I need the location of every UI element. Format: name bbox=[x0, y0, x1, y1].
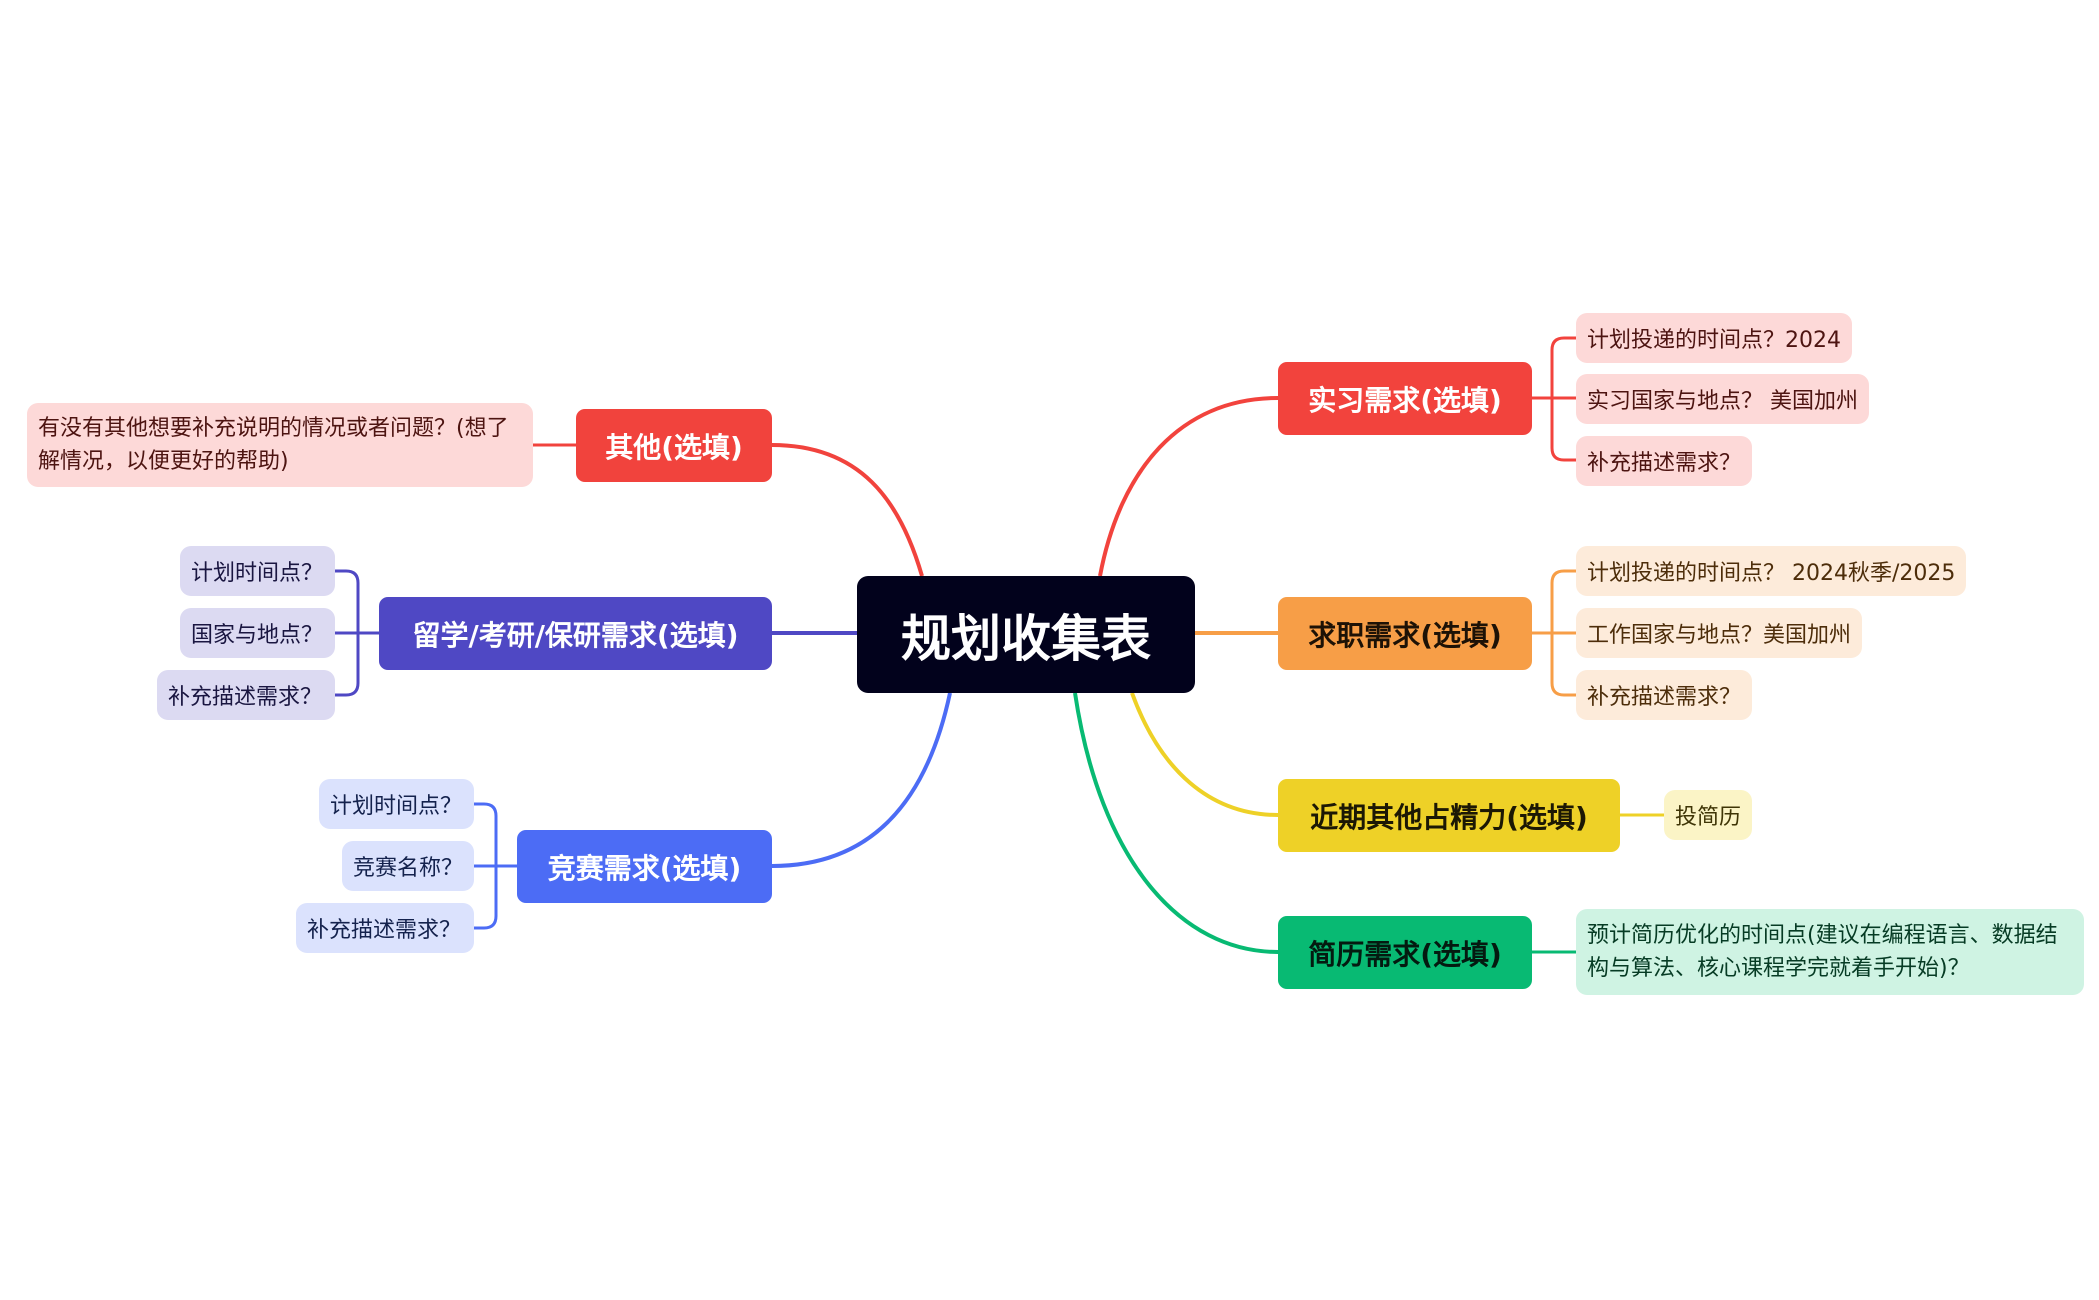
link-competition-leaves bbox=[474, 802, 517, 930]
branch-internship[interactable]: 实习需求(选填) bbox=[1278, 362, 1532, 435]
leaf-label: 实习国家与地点？ 美国加州 bbox=[1587, 389, 1858, 414]
branch-resume-label: 简历需求(选填) bbox=[1308, 937, 1502, 971]
leaf-recent-resume[interactable]: 投简历 bbox=[1664, 790, 1753, 840]
link-root-resume bbox=[1073, 692, 1279, 954]
leaf-competition-name[interactable]: 竞赛名称？ bbox=[342, 841, 474, 891]
leaf-label: 补充描述需求？ bbox=[307, 918, 462, 943]
leaf-competition-notes[interactable]: 补充描述需求？ bbox=[296, 903, 474, 953]
leaf-label: 有没有其他想要补充说明的情况或者问题？(想了解情况，以便更好的帮助) bbox=[38, 416, 509, 474]
leaf-job-time[interactable]: 计划投递的时间点？ 2024秋季/2025 bbox=[1576, 546, 1967, 596]
branch-other-label: 其他(选填) bbox=[605, 430, 743, 464]
branch-internship-label: 实习需求(选填) bbox=[1308, 383, 1502, 417]
leaf-label: 补充描述需求？ bbox=[1587, 451, 1742, 476]
leaf-label: 竞赛名称？ bbox=[353, 856, 464, 881]
link-root-internship bbox=[1098, 396, 1279, 577]
link-root-competition bbox=[771, 692, 952, 868]
link-root-other bbox=[771, 443, 924, 577]
leaf-label: 计划时间点？ bbox=[191, 561, 324, 586]
leaf-label: 工作国家与地点？美国加州 bbox=[1587, 623, 1852, 648]
leaf-label: 补充描述需求？ bbox=[168, 685, 323, 710]
branch-study[interactable]: 留学/考研/保研需求(选填) bbox=[379, 597, 772, 670]
branch-resume[interactable]: 简历需求(选填) bbox=[1278, 916, 1532, 989]
branch-other[interactable]: 其他(选填) bbox=[576, 409, 772, 482]
leaf-label: 计划投递的时间点？2024 bbox=[1587, 328, 1841, 353]
branch-job-label: 求职需求(选填) bbox=[1308, 618, 1502, 652]
link-study-leaves bbox=[335, 569, 379, 697]
leaf-internship-location[interactable]: 实习国家与地点？ 美国加州 bbox=[1576, 374, 1869, 424]
leaf-study-notes[interactable]: 补充描述需求？ bbox=[157, 670, 335, 720]
branch-recent[interactable]: 近期其他占精力(选填) bbox=[1278, 779, 1620, 852]
leaf-label: 补充描述需求？ bbox=[1587, 685, 1742, 710]
root-topic[interactable]: 规划收集表 bbox=[857, 576, 1195, 693]
link-root-recent bbox=[1130, 692, 1279, 817]
branch-competition[interactable]: 竞赛需求(选填) bbox=[517, 830, 772, 903]
branch-competition-label: 竞赛需求(选填) bbox=[547, 851, 742, 885]
branch-recent-label: 近期其他占精力(选填) bbox=[1310, 800, 1588, 834]
leaf-internship-time[interactable]: 计划投递的时间点？2024 bbox=[1576, 313, 1852, 363]
leaf-study-location[interactable]: 国家与地点？ bbox=[180, 608, 335, 658]
link-internship-leaves bbox=[1532, 336, 1576, 462]
leaf-job-notes[interactable]: 补充描述需求？ bbox=[1576, 670, 1753, 720]
branch-job[interactable]: 求职需求(选填) bbox=[1278, 597, 1532, 670]
leaf-label: 国家与地点？ bbox=[191, 623, 324, 648]
leaf-other-notes[interactable]: 有没有其他想要补充说明的情况或者问题？(想了解情况，以便更好的帮助) bbox=[27, 403, 533, 487]
leaf-internship-notes[interactable]: 补充描述需求？ bbox=[1576, 436, 1753, 486]
branch-study-label: 留学/考研/保研需求(选填) bbox=[412, 618, 739, 652]
leaf-label: 计划投递的时间点？ 2024秋季/2025 bbox=[1587, 561, 1956, 586]
leaf-study-time[interactable]: 计划时间点？ bbox=[180, 546, 335, 596]
leaf-competition-time[interactable]: 计划时间点？ bbox=[319, 779, 474, 829]
leaf-label: 计划时间点？ bbox=[330, 794, 463, 819]
leaf-label: 预计简历优化的时间点(建议在编程语言、数据结构与算法、核心课程学完就着手开始)？ bbox=[1587, 923, 2058, 981]
root-topic-label: 规划收集表 bbox=[901, 609, 1151, 668]
leaf-job-location[interactable]: 工作国家与地点？美国加州 bbox=[1576, 608, 1863, 658]
link-job-leaves bbox=[1532, 569, 1576, 697]
leaf-label: 投简历 bbox=[1675, 805, 1742, 830]
leaf-resume-time[interactable]: 预计简历优化的时间点(建议在编程语言、数据结构与算法、核心课程学完就着手开始)？ bbox=[1576, 909, 2084, 995]
